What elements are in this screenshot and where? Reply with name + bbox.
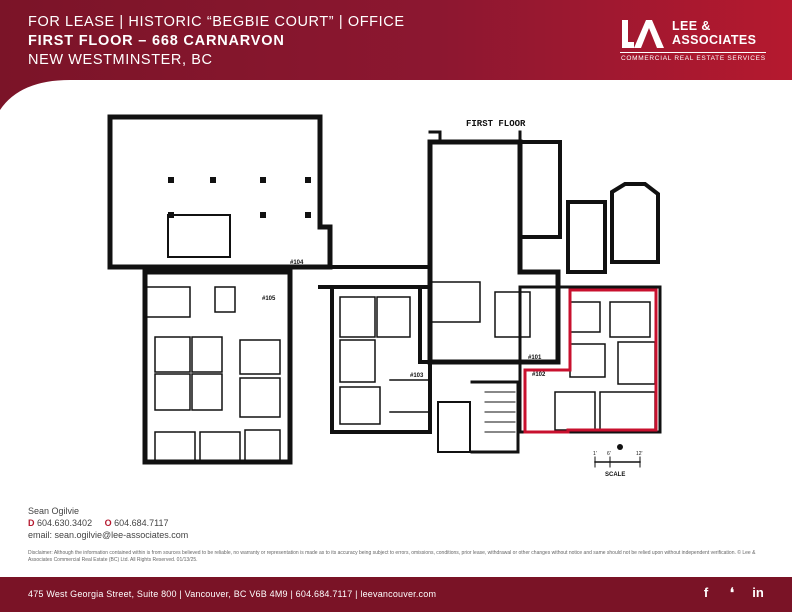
office-label: O bbox=[104, 518, 112, 528]
wall-left-lower bbox=[142, 269, 293, 465]
facebook-icon[interactable]: f bbox=[703, 585, 709, 600]
available-suite-outline bbox=[523, 288, 658, 434]
direct-phone[interactable]: 604.630.3402 bbox=[37, 518, 93, 528]
room-label-103: #103 bbox=[410, 373, 424, 379]
office-phone[interactable]: 604.684.7117 bbox=[114, 518, 169, 528]
wall-hall-office bbox=[167, 214, 231, 258]
room-label-101: #101 bbox=[528, 355, 542, 361]
contact-phones: D 604.630.3402 O 604.684.7117 bbox=[28, 517, 188, 529]
wall-right-block bbox=[518, 285, 662, 434]
contact-name: Sean Ogilvie bbox=[28, 506, 80, 516]
linkedin-icon[interactable]: in bbox=[752, 585, 764, 600]
logo-name-line-2: ASSOCIATES bbox=[672, 33, 757, 47]
wall-center-tower bbox=[427, 139, 561, 365]
footer-address: 475 West Georgia Street, Suite 800 | Van… bbox=[28, 589, 437, 599]
twitter-icon[interactable]: ❛ bbox=[729, 585, 735, 600]
footer-bar: 475 West Georgia Street, Suite 800 | Van… bbox=[0, 577, 792, 612]
scale-tick-12: 12' bbox=[636, 451, 643, 457]
scale-tick-1: 1' bbox=[593, 451, 597, 457]
header-background bbox=[0, 0, 792, 110]
wall-middle-block bbox=[330, 285, 432, 434]
header-line-2: FIRST FLOOR – 668 CARNARVON bbox=[28, 33, 285, 49]
social-links: f ❛ in bbox=[698, 585, 766, 601]
logo-tagline: COMMERCIAL REAL ESTATE SERVICES bbox=[621, 55, 766, 62]
header-banner: FOR LEASE | HISTORIC “BEGBIE COURT” | OF… bbox=[0, 0, 792, 110]
logo-name: LEE & ASSOCIATES bbox=[672, 19, 756, 47]
direct-label: D bbox=[28, 518, 35, 528]
logo-name-line-1: LEE & bbox=[672, 19, 711, 33]
lee-associates-logo[interactable]: LEE & ASSOCIATES COMMERCIAL REAL ESTATE … bbox=[620, 18, 770, 68]
room-label-105: #105 bbox=[262, 296, 276, 302]
room-label-102: #102 bbox=[532, 372, 546, 378]
logo-divider bbox=[620, 52, 766, 53]
header-line-3: NEW WESTMINSTER, BC bbox=[28, 52, 213, 68]
contact-block: Sean Ogilvie D 604.630.3402 O 604.684.71… bbox=[28, 505, 188, 541]
floor-plan: FIRST FLOOR #104 #105 #103 #101 #102 1' … bbox=[107, 114, 662, 478]
header-text: FOR LEASE | HISTORIC “BEGBIE COURT” | OF… bbox=[28, 13, 405, 70]
disclaimer: Disclaimer: Although the information con… bbox=[28, 550, 756, 563]
scale-label: SCALE bbox=[605, 472, 625, 478]
header-line-1: FOR LEASE | HISTORIC “BEGBIE COURT” | OF… bbox=[28, 14, 405, 30]
contact-email[interactable]: email: sean.ogilvie@lee-associates.com bbox=[28, 530, 189, 540]
wall-left-hall bbox=[107, 114, 333, 270]
logo-mark-icon bbox=[622, 20, 664, 48]
room-label-104: #104 bbox=[290, 260, 304, 266]
north-arrow-icon bbox=[617, 444, 623, 450]
scale-tick-6: 6' bbox=[607, 451, 611, 457]
plan-title: FIRST FLOOR bbox=[466, 119, 526, 129]
